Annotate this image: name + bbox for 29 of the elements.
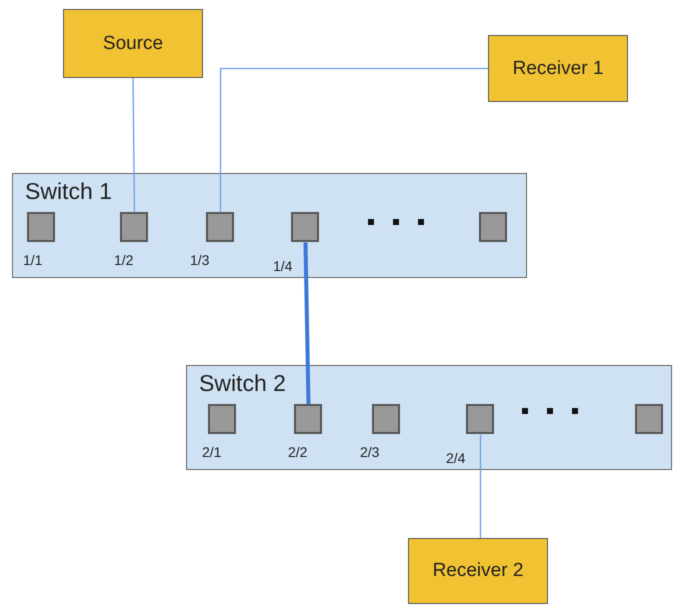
- device-box: Source: [63, 9, 203, 78]
- switch-panel: [186, 365, 672, 470]
- connector-line: [132, 78, 136, 212]
- device-box: Receiver 1: [488, 35, 628, 102]
- port-square: [120, 212, 148, 242]
- port-square: [208, 404, 236, 434]
- port-square: [27, 212, 55, 242]
- port-square: [466, 404, 494, 434]
- port-label: 2/2: [288, 444, 308, 460]
- port-square: [479, 212, 507, 242]
- port-label: 2/4: [446, 450, 466, 466]
- port-label: 2/1: [202, 444, 222, 460]
- switch-title: Switch 1: [25, 178, 112, 205]
- device-box: Receiver 2: [408, 538, 548, 604]
- port-label: 1/1: [23, 252, 42, 268]
- port-square: [206, 212, 234, 242]
- connector-line: [220, 68, 488, 212]
- switch-panel: [12, 173, 527, 278]
- port-label: 1/3: [190, 252, 210, 268]
- port-label: 1/2: [114, 252, 134, 268]
- port-square: [291, 212, 319, 242]
- port-label: 1/4: [273, 258, 292, 274]
- switch-title: Switch 2: [199, 370, 286, 397]
- port-label: 2/3: [360, 444, 380, 460]
- port-square: [294, 404, 322, 434]
- connector-line: [304, 242, 310, 405]
- port-square: [635, 404, 663, 434]
- port-square: [372, 404, 400, 434]
- connector-line: [480, 434, 482, 538]
